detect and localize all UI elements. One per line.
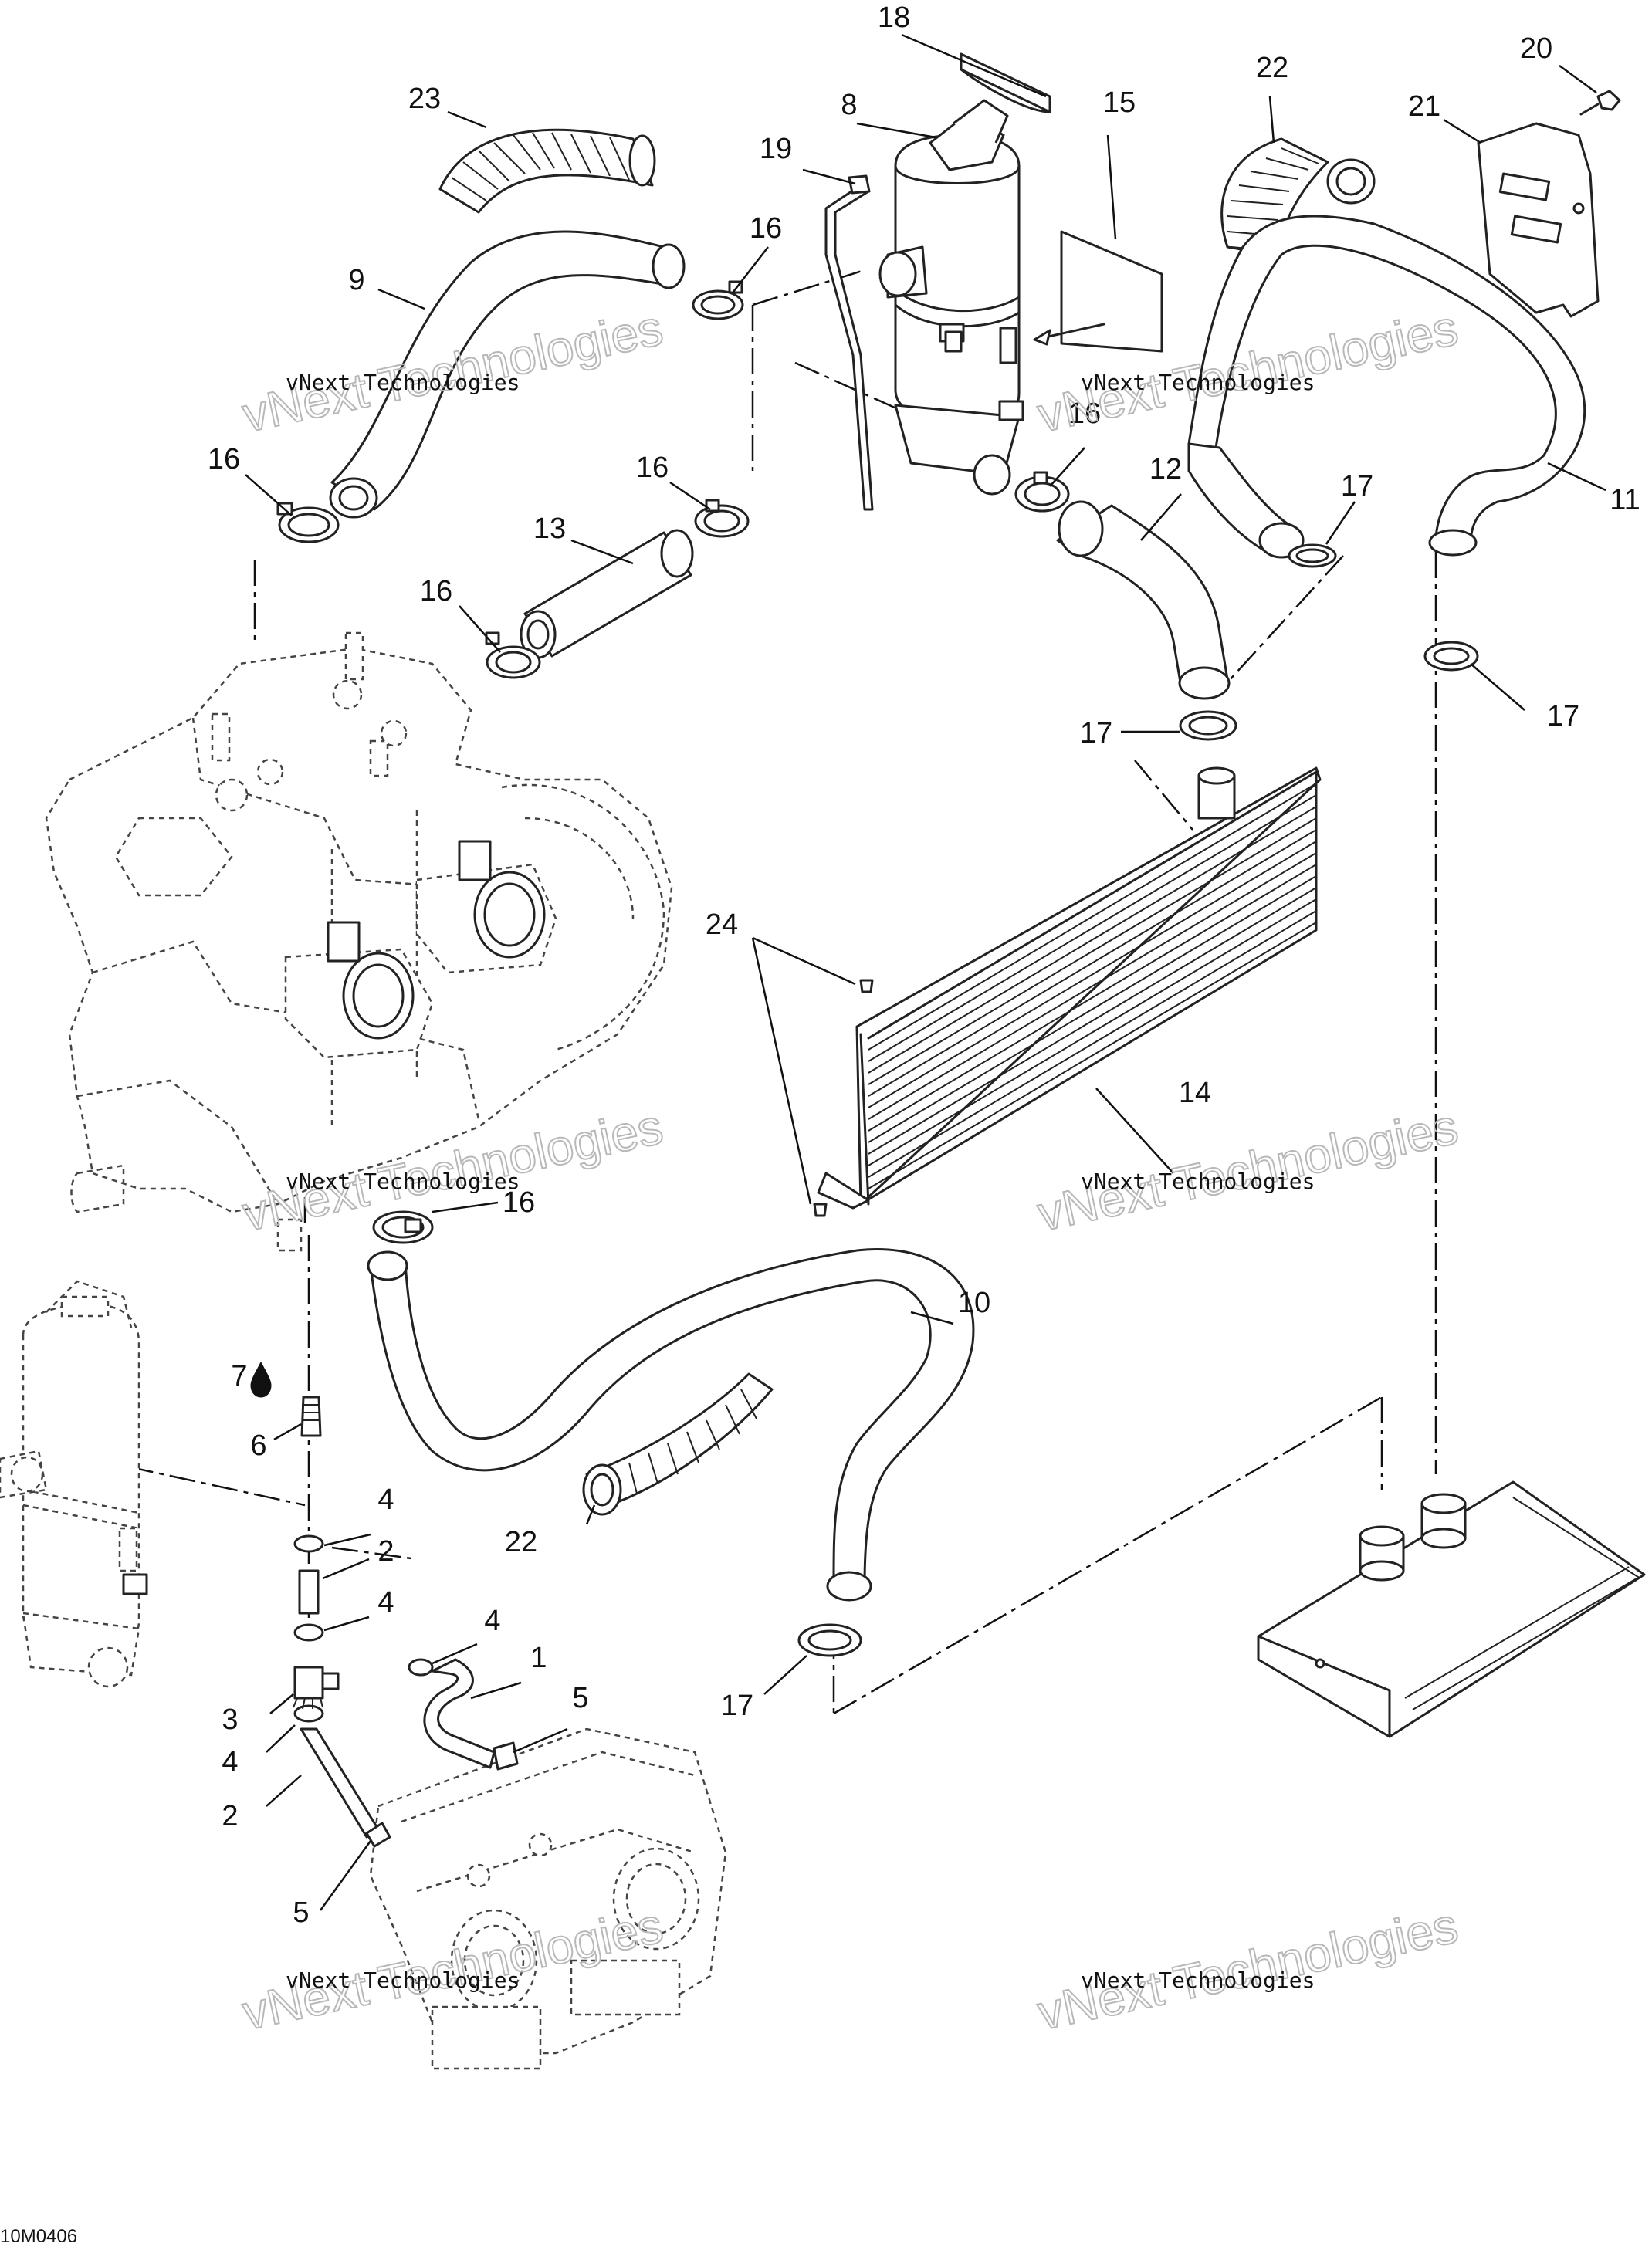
watermark-bottom-right: vNext Technologies vNext Technologies: [1032, 1896, 1464, 2042]
callout-19: 19: [760, 133, 792, 165]
callout-16-c: 16: [636, 452, 669, 484]
callout-6: 6: [250, 1430, 266, 1462]
watermarks: vNext Technologies vNext Technologies vN…: [237, 299, 1464, 2042]
coiled-hose-23: [438, 128, 656, 214]
callout-8: 8: [841, 89, 857, 121]
decal-15: [1033, 230, 1163, 353]
callout-9: 9: [348, 264, 364, 296]
svg-text:vNext Technologies: vNext Technologies: [1081, 370, 1315, 395]
callout-16-d: 16: [420, 575, 452, 607]
hose-12: [1056, 500, 1231, 700]
oil-lines: [250, 1361, 519, 1848]
callout-18: 18: [878, 2, 910, 34]
callout-14: 14: [1179, 1077, 1211, 1109]
carburetors-ghost: [369, 1727, 727, 2070]
callout-21: 21: [1408, 90, 1440, 123]
watermark-mid-right: vNext Technologies vNext Technologies: [1032, 1098, 1464, 1243]
svg-text:vNext Technologies: vNext Technologies: [286, 370, 520, 395]
callout-4-a: 4: [377, 1484, 394, 1516]
callout-12: 12: [1149, 453, 1182, 486]
callout-23: 23: [408, 83, 441, 115]
svg-text:vNext Technologies: vNext Technologies: [1081, 1169, 1315, 1194]
callout-4-b: 4: [377, 1586, 394, 1619]
figure-id: 10M0406: [0, 2226, 77, 2247]
callout-11: 11: [1610, 484, 1640, 516]
leader-lines: [245, 33, 1606, 1911]
exchanger-fins: [868, 783, 1317, 1189]
hose-13: [520, 529, 694, 659]
callout-labels: 18 8 19 15 22 21 20 23 9 16 16 16 13 16 …: [208, 2, 1640, 1929]
callout-16-e: 16: [1068, 398, 1101, 430]
hose-10: [367, 1248, 975, 1602]
hose-clamps: [276, 280, 1479, 1657]
svg-text:vNext Technologies: vNext Technologies: [286, 1967, 520, 1993]
callout-22-bottom: 22: [505, 1526, 537, 1558]
callout-4-c: 4: [484, 1605, 500, 1637]
callout-5-b: 5: [293, 1896, 309, 1929]
callout-20: 20: [1520, 32, 1552, 65]
callout-4-d: 4: [222, 1746, 238, 1778]
callout-10: 10: [958, 1287, 990, 1319]
coolant-tank-8: [878, 99, 1024, 496]
callout-5-a: 5: [572, 1682, 588, 1714]
callout-1: 1: [530, 1642, 547, 1674]
callout-17-a: 17: [1341, 470, 1373, 502]
coiled-hose-22-top: [1220, 137, 1376, 256]
callout-24: 24: [706, 908, 738, 941]
callout-22-top: 22: [1256, 52, 1288, 84]
callout-17-b: 17: [1547, 700, 1579, 733]
vent-tube-19: [824, 174, 874, 511]
hose-11: [1187, 215, 1586, 559]
callout-2-a: 2: [377, 1535, 394, 1568]
oil-drop-icon: [250, 1361, 272, 1398]
callout-16-a: 16: [750, 212, 782, 245]
engine-ghost: [45, 631, 673, 1252]
callout-13: 13: [533, 513, 566, 545]
callout-17-c: 17: [1080, 717, 1112, 749]
bracket-21: [1477, 90, 1621, 318]
svg-text:vNext Technologies: vNext Technologies: [1081, 1967, 1315, 1993]
svg-text:vNext Technologies: vNext Technologies: [286, 1169, 520, 1194]
callout-3: 3: [222, 1704, 238, 1736]
callout-7: 7: [231, 1360, 247, 1392]
callout-2-b: 2: [222, 1800, 238, 1832]
heat-exchanger-14: [813, 766, 1322, 1217]
hose-9: [329, 230, 686, 519]
oil-tank-ghost: [0, 1280, 148, 1688]
rear-heat-exchanger: [1257, 1480, 1646, 1738]
callout-15: 15: [1103, 86, 1136, 119]
coiled-hose-22-bottom: [582, 1372, 774, 1516]
callout-17-d: 17: [721, 1690, 753, 1722]
callout-16-b: 16: [208, 443, 240, 475]
callout-16-f: 16: [503, 1186, 535, 1219]
cap-18: [960, 52, 1051, 113]
